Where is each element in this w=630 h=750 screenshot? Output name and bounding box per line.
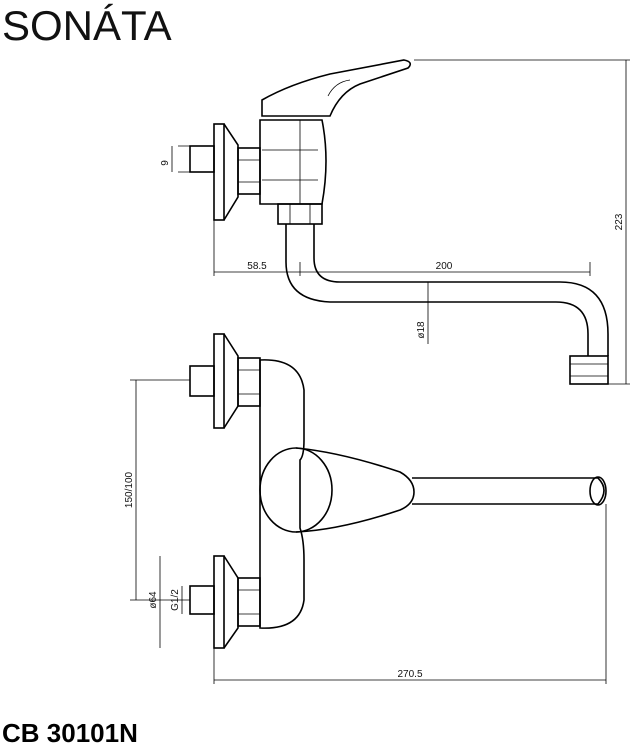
rosette-cone (223, 123, 239, 221)
front-mixer-body (259, 359, 305, 629)
dim-pipe-d18: ø18 (416, 321, 427, 339)
dim-spout-200: 200 (436, 261, 453, 272)
spout-nut (277, 203, 323, 225)
spout-pipe (285, 224, 589, 356)
dim-thread-9: 9 (160, 160, 171, 166)
dim-rosette-d64: ø64 (148, 591, 159, 609)
model-code: CB 30101N (2, 718, 138, 748)
lever-handle (261, 59, 412, 117)
dim-total-270-5: 270.5 (397, 669, 422, 680)
side-view (171, 59, 630, 385)
mixer-body (259, 119, 327, 205)
wall-pipe-stub (189, 145, 215, 173)
top-hex-nut (237, 357, 261, 407)
wall-rosette (213, 123, 225, 221)
front-view (130, 333, 607, 684)
dim-spacing-150-100: 150/100 (124, 471, 135, 508)
handle-cap (259, 447, 333, 533)
bottom-wall-pipe-stub (189, 585, 215, 615)
top-wall-pipe-stub (189, 365, 215, 397)
front-spout (412, 477, 605, 505)
top-rosette (213, 333, 225, 429)
front-lever (295, 447, 415, 533)
bottom-rosette (213, 555, 225, 649)
bottom-hex-nut (237, 577, 261, 627)
page-title: SONÁTA (2, 2, 172, 49)
dim-thread-g12: G1/2 (170, 589, 181, 611)
dim-height-223: 223 (614, 213, 625, 230)
aerator (569, 355, 609, 385)
dim-offset-58-5: 58.5 (247, 261, 267, 272)
hex-nut (237, 147, 261, 195)
